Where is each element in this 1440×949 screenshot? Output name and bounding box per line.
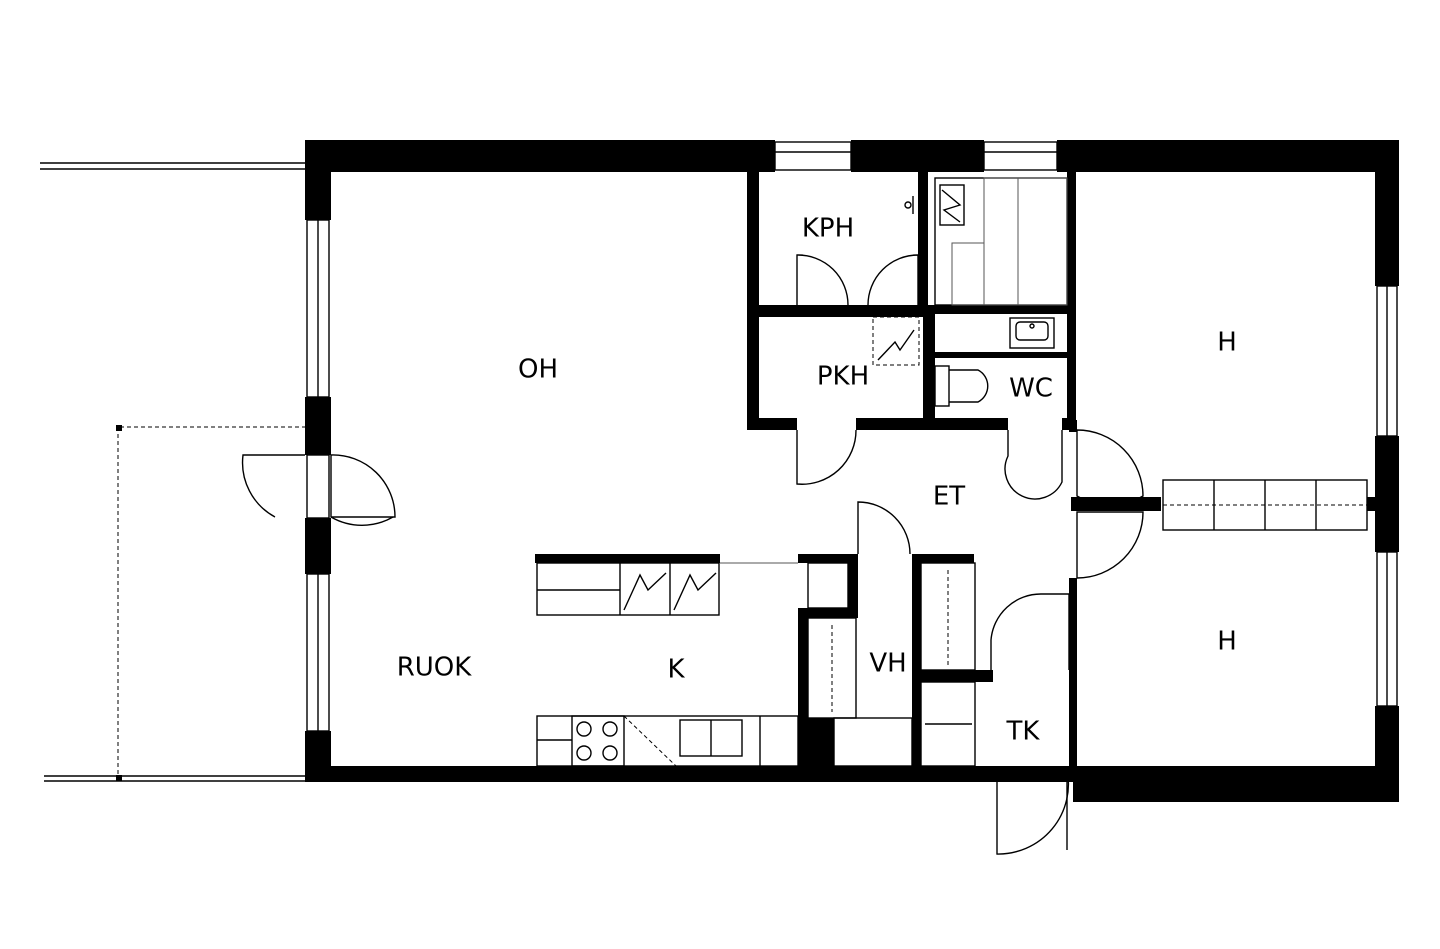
fixtures	[536, 177, 1368, 767]
exterior-walls	[305, 140, 1399, 802]
interior-walls	[535, 170, 1377, 770]
room-label-kph: KPH	[802, 214, 854, 244]
room-label-ruok: RUOK	[397, 653, 473, 683]
windows	[306, 141, 1398, 732]
room-label-pkh: PKH	[817, 362, 869, 392]
room-label-k: K	[667, 655, 685, 685]
room-label-h-upper: H	[1217, 328, 1237, 358]
room-label-h-lower: H	[1217, 627, 1237, 657]
room-label-oh: OH	[518, 355, 558, 385]
room-label-vh: VH	[869, 649, 906, 679]
doors	[241, 254, 1144, 855]
room-label-tk: TK	[1006, 717, 1041, 747]
balcony	[40, 162, 305, 782]
room-label-wc: WC	[1009, 374, 1053, 404]
room-label-et: ET	[933, 482, 965, 512]
room-labels: OH KPH PKH WC ET H H RUOK K VH TK	[397, 214, 1237, 747]
